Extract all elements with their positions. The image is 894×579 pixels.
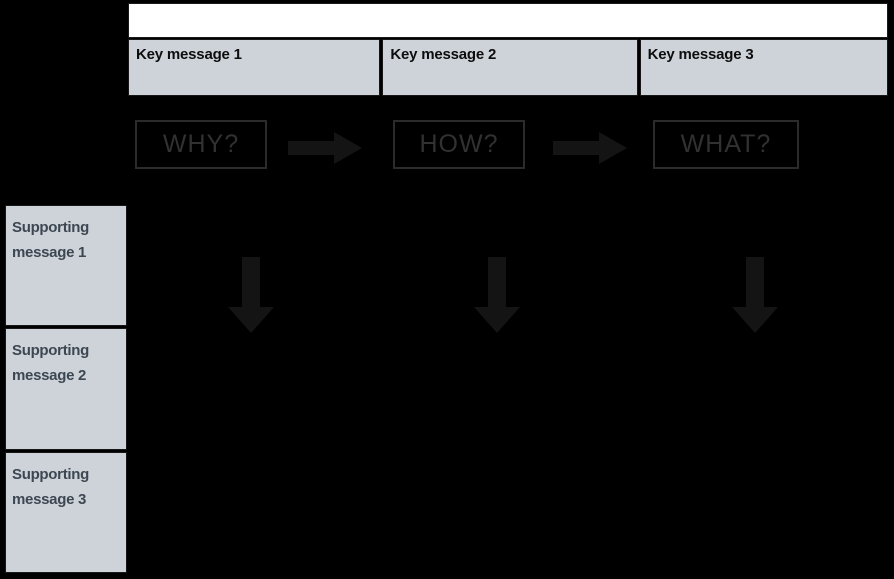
key-message-row: Key message 1 Key message 2 Key message … [128, 39, 888, 96]
question-box-why[interactable]: WHY? [135, 120, 267, 169]
supporting-message-label-2-line2: message 2 [12, 367, 87, 384]
question-box-what-label: WHAT? [680, 130, 772, 158]
question-box-how[interactable]: HOW? [393, 120, 525, 169]
question-box-what[interactable]: WHAT? [653, 120, 799, 169]
arrow-right-icon-1 [288, 132, 362, 164]
arrow-down-icon-2 [474, 257, 520, 333]
supporting-message-label-1-line2: message 1 [12, 244, 87, 261]
supporting-message-label-2-line1: Supporting [12, 342, 89, 359]
key-message-cell-2[interactable]: Key message 2 [382, 39, 638, 96]
supporting-message-label-3-line2: message 3 [12, 491, 87, 508]
key-message-label-3: Key message 3 [647, 46, 754, 63]
question-box-how-label: HOW? [419, 130, 499, 158]
question-box-why-label: WHY? [162, 130, 240, 158]
arrow-down-icon-3 [732, 257, 778, 333]
supporting-message-label-3-line1: Supporting [12, 466, 89, 483]
supporting-message-box-3[interactable]: Supporting message 3 [5, 452, 127, 573]
supporting-message-box-2[interactable]: Supporting message 2 [5, 328, 127, 450]
key-message-cell-3[interactable]: Key message 3 [639, 39, 888, 96]
supporting-message-box-1[interactable]: Supporting message 1 [5, 205, 127, 326]
key-message-cell-1[interactable]: Key message 1 [128, 39, 381, 96]
arrow-down-icon-1 [228, 257, 274, 333]
key-message-label-1: Key message 1 [136, 46, 242, 63]
key-message-label-2: Key message 2 [390, 46, 497, 63]
arrow-right-icon-2 [553, 132, 627, 164]
title-banner[interactable] [128, 3, 888, 38]
supporting-message-label-1-line1: Supporting [12, 219, 89, 236]
